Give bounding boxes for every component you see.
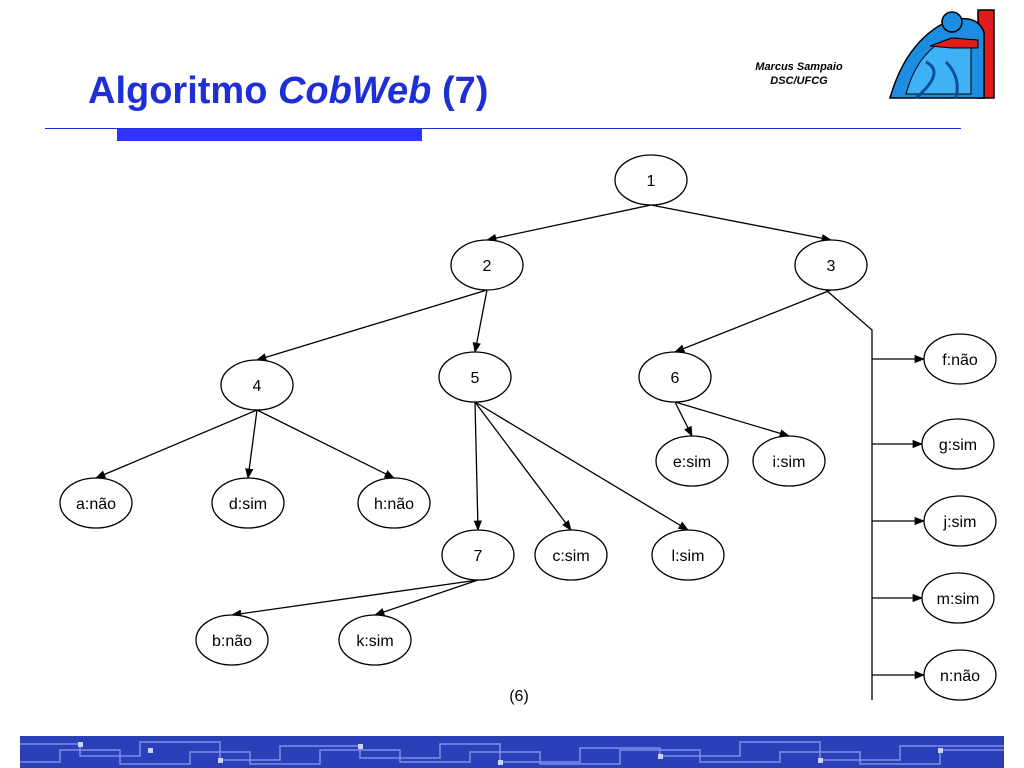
edge-n7-k (374, 579, 479, 616)
tree-node-n3: 3 (794, 239, 868, 291)
node-label: c:sim (552, 548, 589, 565)
node-ellipse (211, 477, 285, 529)
node-ellipse (438, 351, 512, 403)
edge-n1-n3 (650, 204, 833, 243)
edge-n6-i (674, 401, 790, 438)
node-ellipse (752, 435, 826, 487)
tree-node-n2: 2 (450, 239, 524, 291)
node-ellipse (220, 359, 294, 411)
author-name: Marcus Sampaio (755, 61, 843, 73)
edge-n2-n4 (256, 289, 488, 362)
tree-node-f: f:não (923, 333, 997, 385)
edge-n6-e (674, 401, 693, 437)
author-block: Marcus Sampaio DSC/UFCG (728, 60, 870, 88)
node-label: 5 (471, 370, 480, 387)
node-ellipse (923, 333, 997, 385)
author-affiliation: DSC/UFCG (770, 75, 828, 87)
bus-line (825, 289, 873, 700)
edge-n1-n2 (485, 204, 652, 243)
title-italic: CobWeb (277, 70, 432, 112)
node-label: 3 (827, 258, 836, 275)
node-label: h:não (374, 496, 414, 513)
tree-node-h: h:não (357, 477, 431, 529)
footer-circuit-band (20, 736, 1004, 768)
tree-node-c: c:sim (534, 529, 608, 581)
node-ellipse (441, 529, 515, 581)
node-ellipse (357, 477, 431, 529)
nodes: 1 2 3 4 5 6 7 a:não d:sim h:não c:sim l:sim e:sim i:s… (59, 154, 997, 701)
node-label: k:sim (356, 633, 393, 650)
cobweb-tree-diagram: 1 2 3 4 5 6 7 a:não d:sim h:não c:sim l:sim e:sim i:s… (59, 154, 997, 705)
node-ellipse (923, 495, 997, 547)
tree-node-n5: 5 (438, 351, 512, 403)
node-ellipse (534, 529, 608, 581)
tree-node-n4: 4 (220, 359, 294, 411)
node-label: e:sim (673, 454, 711, 471)
tree-node-g: g:sim (921, 418, 995, 470)
edge-n2-n5 (472, 289, 488, 354)
node-label: b:não (212, 633, 252, 650)
node-label: 7 (474, 548, 483, 565)
edge-n3-n6 (674, 289, 832, 353)
tree-node-n: n:não (923, 649, 997, 701)
node-ellipse (651, 529, 725, 581)
node-ellipse (59, 477, 133, 529)
node-ellipse (923, 649, 997, 701)
node-label: a:não (76, 496, 116, 513)
tree-node-m: m:sim (921, 572, 995, 624)
tree-node-n7: 7 (441, 529, 515, 581)
tree-node-n6: 6 (638, 351, 712, 403)
node-label: d:sim (229, 496, 267, 513)
node-label: i:sim (773, 454, 806, 471)
node-ellipse (195, 614, 269, 666)
header-rule (45, 128, 961, 129)
node-label: g:sim (939, 437, 977, 454)
node-label: 2 (483, 258, 492, 275)
node-ellipse (921, 572, 995, 624)
title-suffix: (7) (431, 70, 489, 112)
node-label: 4 (253, 378, 262, 395)
tree-node-a: a:não (59, 477, 133, 529)
edge-n4-a (95, 409, 258, 479)
edge-n4-d (245, 409, 258, 480)
figure-caption: (6) (509, 688, 529, 705)
header-accent-bar (117, 129, 422, 141)
node-ellipse (450, 239, 524, 291)
node-label: f:não (942, 352, 978, 369)
page-title: Algoritmo CobWeb (7) (88, 70, 488, 113)
edge-n5-l (474, 401, 689, 531)
edge-n5-c (474, 401, 572, 531)
node-label: n:não (940, 668, 980, 685)
edges (95, 204, 926, 700)
edge-n7-b (230, 579, 479, 618)
node-label: 6 (671, 370, 680, 387)
node-label: l:sim (672, 548, 705, 565)
node-ellipse (655, 435, 729, 487)
tree-node-k: k:sim (338, 614, 412, 666)
tree-node-j: j:sim (923, 495, 997, 547)
node-label: 1 (647, 173, 656, 190)
title-main: Algoritmo (88, 70, 278, 112)
tree-node-d: d:sim (211, 477, 285, 529)
tree-node-i: i:sim (752, 435, 826, 487)
tree-node-n1: 1 (614, 154, 688, 206)
node-ellipse (794, 239, 868, 291)
edge-n5-n7 (473, 401, 482, 532)
node-label: j:sim (943, 514, 977, 531)
node-label: m:sim (937, 591, 980, 608)
node-ellipse (614, 154, 688, 206)
node-ellipse (338, 614, 412, 666)
presenter-logo-icon (889, 9, 995, 100)
node-ellipse (921, 418, 995, 470)
tree-node-e: e:sim (655, 435, 729, 487)
tree-node-l: l:sim (651, 529, 725, 581)
node-ellipse (638, 351, 712, 403)
edge-n4-h (256, 409, 395, 479)
tree-node-b: b:não (195, 614, 269, 666)
